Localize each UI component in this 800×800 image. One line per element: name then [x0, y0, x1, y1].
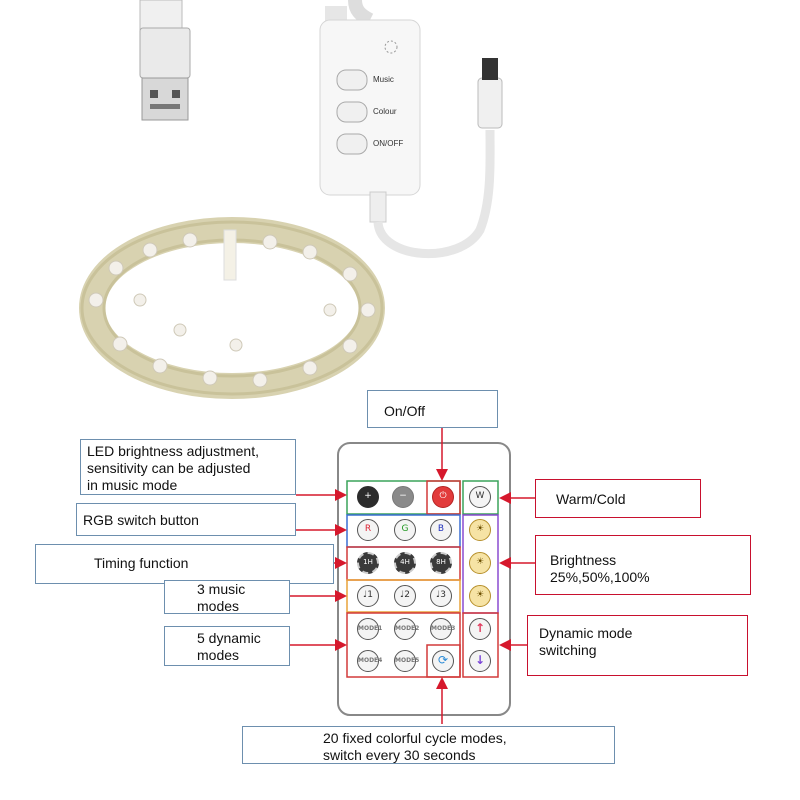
mode-4-key[interactable]: MODE4 [357, 650, 382, 672]
music-mode-2-key[interactable]: ♩2 [394, 585, 416, 607]
label-cycle-modes: 20 fixed colorful cycle modes, switch ev… [242, 726, 615, 764]
controller-colour-label: Colour [373, 107, 397, 116]
brightness-plus-key[interactable]: + [357, 486, 379, 508]
brightness-minus-key[interactable]: − [392, 486, 414, 508]
cycle-mode-key[interactable]: ⟳ [432, 650, 454, 672]
mode-up-key[interactable]: ↑ [469, 618, 491, 640]
mode-1-key[interactable]: MODE1 [357, 618, 382, 640]
warm-cold-key[interactable]: W [469, 486, 491, 508]
annotation-arrows [290, 428, 535, 724]
remote-body [337, 442, 511, 716]
label-dynamic-modes: 5 dynamic modes [164, 626, 290, 666]
label-on-off: On/Off [367, 390, 498, 428]
timer-1h-key[interactable]: 1H [357, 552, 379, 574]
timer-4h-key[interactable]: 4H [394, 552, 416, 574]
group-box-music [346, 579, 461, 613]
controller-box [319, 0, 503, 259]
music-mode-1-key[interactable]: ♩1 [357, 585, 379, 607]
mode-2-key[interactable]: MODE2 [394, 618, 419, 640]
brightness-25-key[interactable]: ☀ [469, 519, 491, 541]
label-rgb-switch: RGB switch button [76, 503, 296, 536]
rgb-g-key[interactable]: G [394, 519, 416, 541]
power-key[interactable]: ⏻ [432, 486, 454, 508]
mode-3-key[interactable]: MODE3 [430, 618, 455, 640]
led-string-coil [79, 217, 385, 399]
usb-plug-icon [139, 0, 191, 121]
brightness-100-key[interactable]: ☀ [469, 585, 491, 607]
music-mode-3-key[interactable]: ♩3 [430, 585, 452, 607]
mode-5-key[interactable]: MODE5 [394, 650, 419, 672]
rgb-r-key[interactable]: R [357, 519, 379, 541]
label-dynamic-switching: Dynamic mode switching [527, 615, 748, 676]
label-timing: Timing function [35, 544, 334, 584]
label-music-modes: 3 music modes [164, 580, 290, 614]
controller-onoff-label: ON/OFF [373, 139, 404, 148]
brightness-50-key[interactable]: ☀ [469, 552, 491, 574]
mode-down-key[interactable]: ↓ [469, 650, 491, 672]
timer-8h-key[interactable]: 8H [430, 552, 452, 574]
controller-music-label: Music [373, 75, 394, 84]
rgb-b-key[interactable]: B [430, 519, 452, 541]
group-box-warm [462, 480, 499, 515]
group-box-updown [462, 612, 499, 678]
label-warm-cold: Warm/Cold [535, 479, 701, 518]
label-brightness: Brightness 25%,50%,100% [535, 535, 751, 595]
label-brightness-adjust: LED brightness adjustment, sensitivity c… [80, 439, 296, 495]
group-box-power [426, 480, 461, 515]
